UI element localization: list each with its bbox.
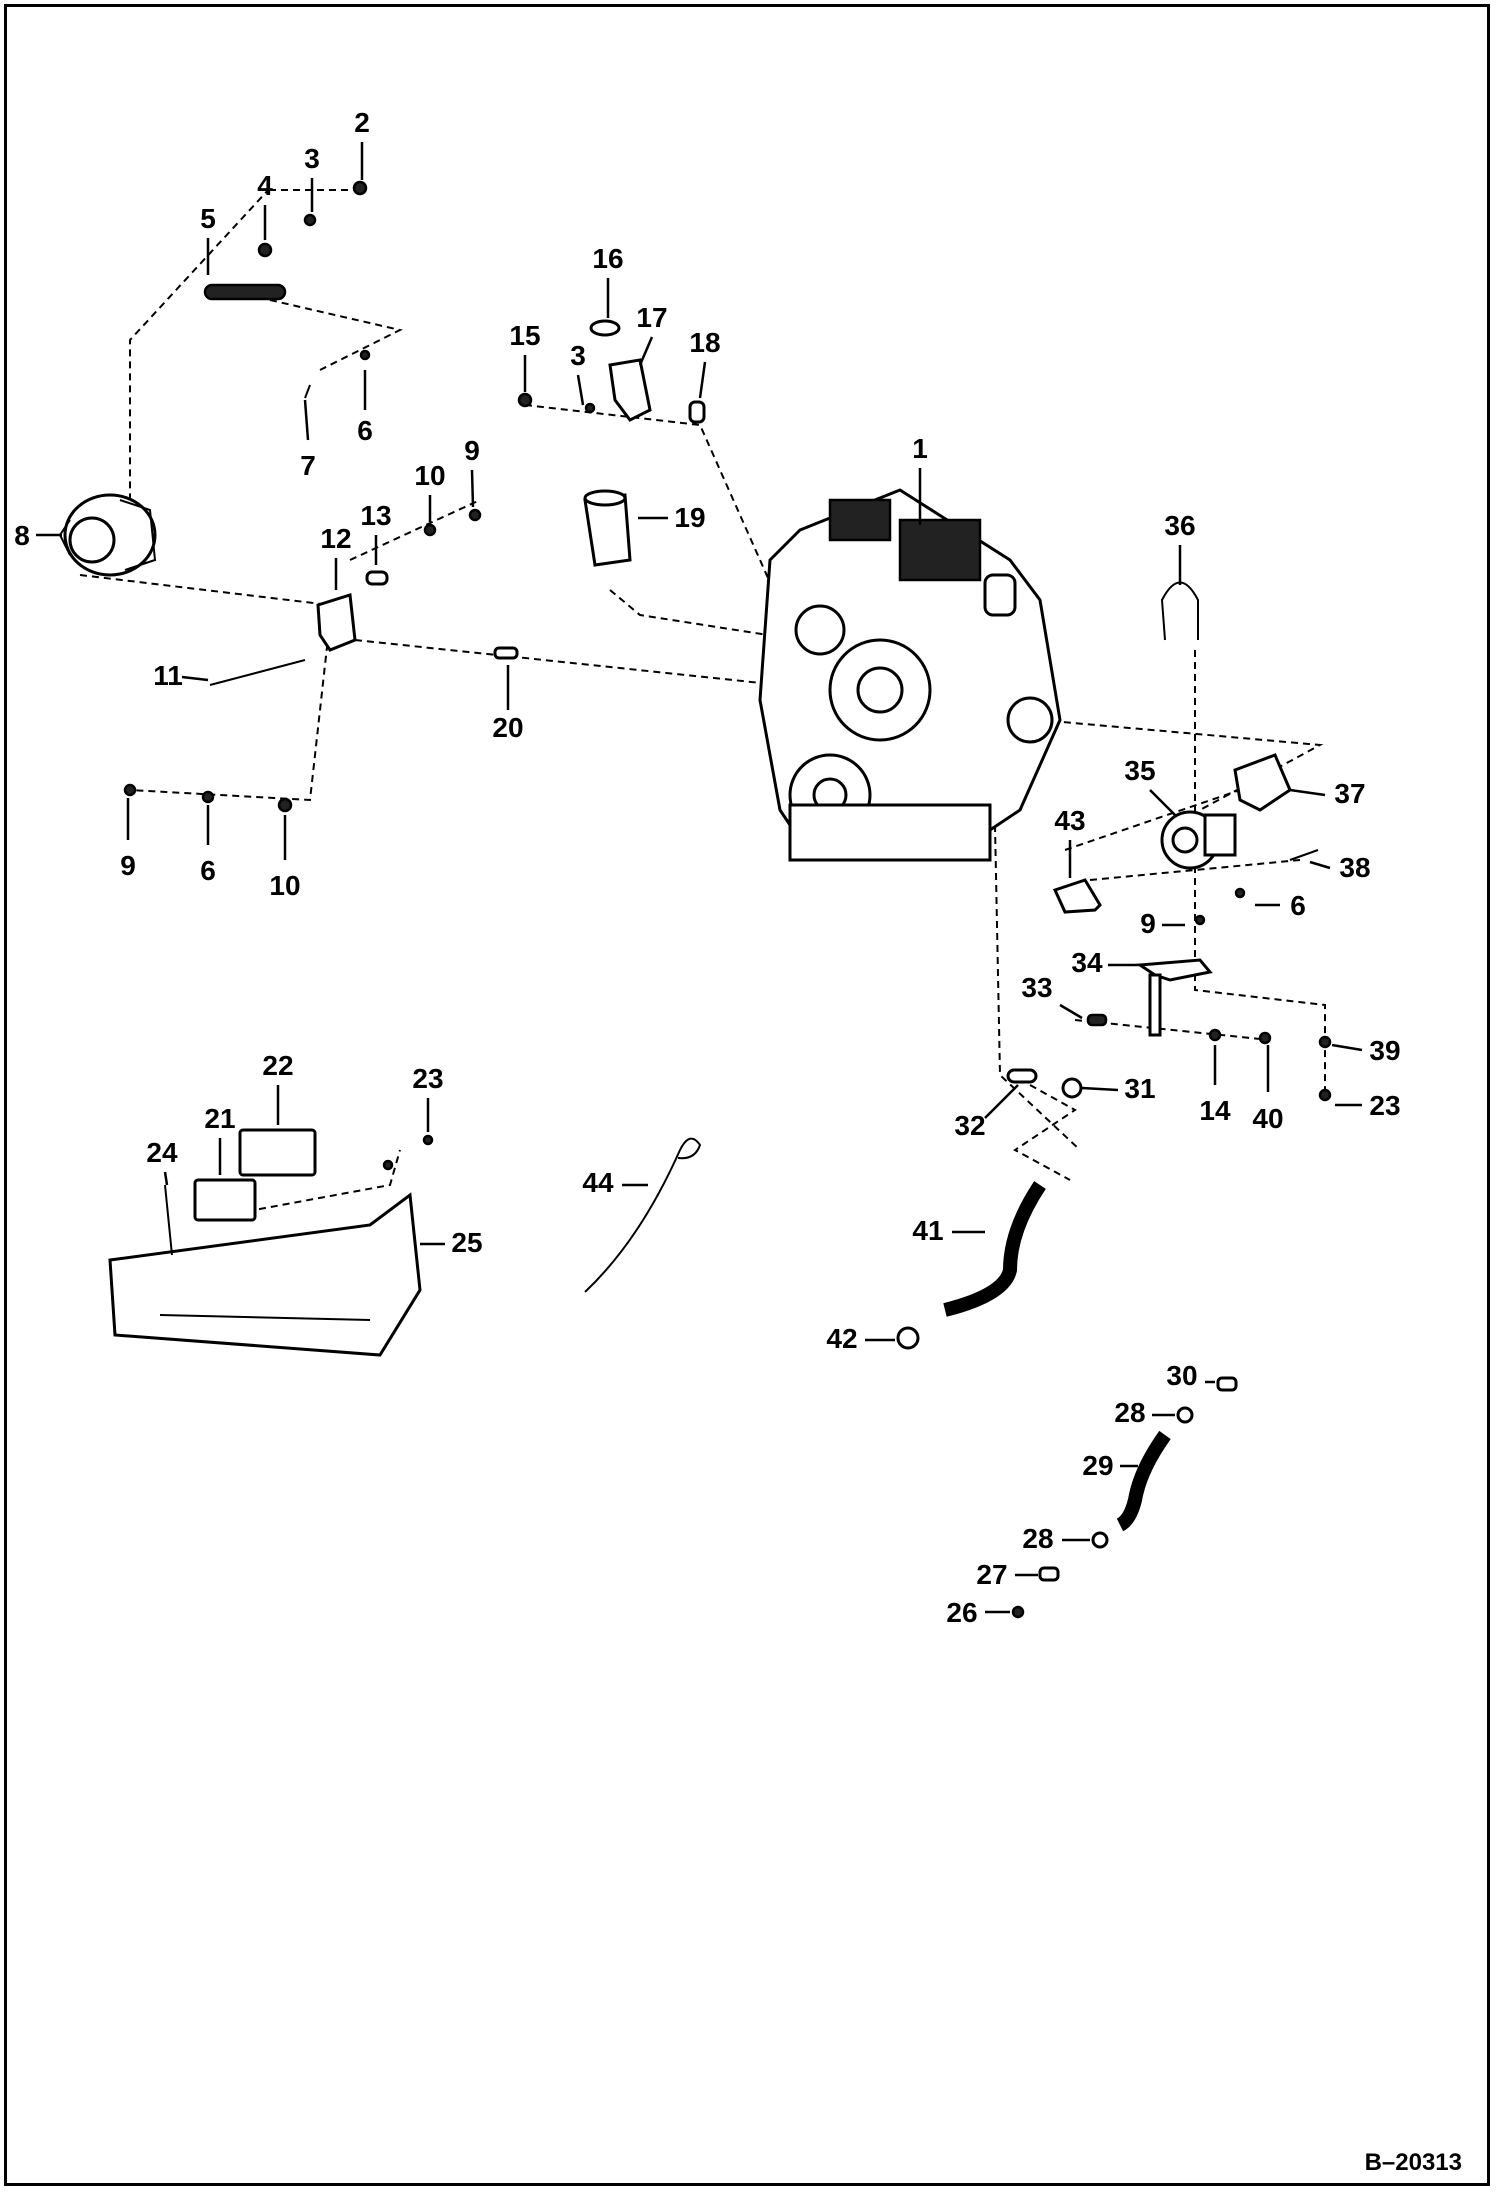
callout-leader — [163, 1171, 169, 1186]
callout-leader — [1309, 860, 1331, 870]
callout-number: 6 — [200, 855, 216, 886]
drawing-border — [4, 4, 1490, 2186]
callout-number: 7 — [300, 450, 316, 481]
callout-leader — [470, 469, 475, 508]
callout-number: 12 — [320, 523, 351, 554]
callout-number: 15 — [509, 320, 540, 351]
callout-number: 1 — [912, 433, 928, 464]
callout-number: 10 — [414, 460, 445, 491]
callout-number: 40 — [1252, 1103, 1283, 1134]
callout-number: 10 — [269, 870, 300, 901]
filter-and-elbow — [517, 319, 706, 567]
callout-leader — [576, 374, 585, 406]
callout-number: 13 — [360, 500, 391, 531]
callout-number: 8 — [14, 520, 30, 551]
callout-number: 23 — [1369, 1090, 1400, 1121]
callout-number: 4 — [257, 170, 273, 201]
hoses-and-fittings — [896, 1068, 1238, 1619]
callout-number: 31 — [1124, 1073, 1155, 1104]
callout-number: 25 — [451, 1227, 482, 1258]
callout-number: 19 — [674, 502, 705, 533]
callout-number: 32 — [954, 1110, 985, 1141]
callout-number: 22 — [262, 1050, 293, 1081]
callout-number: 6 — [357, 415, 373, 446]
callout-number: 5 — [200, 203, 216, 234]
callout-number: 6 — [1290, 890, 1306, 921]
callout-number: 28 — [1114, 1397, 1145, 1428]
engine-block — [758, 488, 1062, 862]
callout-number: 11 — [153, 660, 183, 691]
callout-number: 28 — [1022, 1523, 1053, 1554]
callout-number: 23 — [412, 1063, 443, 1094]
callout-leader — [1081, 1086, 1119, 1092]
callout-leader — [984, 1084, 1019, 1119]
callout-number: 38 — [1339, 852, 1370, 883]
callout-number: 42 — [826, 1323, 857, 1354]
callout-number: 9 — [464, 435, 480, 466]
callout-number: 3 — [304, 143, 320, 174]
callout-number: 14 — [1199, 1095, 1231, 1126]
callout-number: 33 — [1021, 972, 1052, 1003]
callout-number: 24 — [146, 1137, 178, 1168]
callout-number: 3 — [570, 340, 586, 371]
electrical-box-and-modules — [108, 1128, 434, 1357]
callout-number: 21 — [204, 1103, 235, 1134]
callout-number: 16 — [592, 243, 623, 274]
callout-leader — [1289, 788, 1326, 797]
callout-leader-lines — [36, 142, 1363, 1614]
callout-number: 35 — [1124, 755, 1155, 786]
callout-leader — [1059, 1003, 1083, 1020]
callout-number: 26 — [946, 1597, 977, 1628]
callout-number: 39 — [1369, 1035, 1400, 1066]
callout-number: 20 — [492, 712, 523, 743]
callout-number: 34 — [1071, 947, 1103, 978]
dipstick — [584, 1137, 702, 1293]
callout-number: 9 — [1140, 908, 1156, 939]
callout-number: 17 — [636, 302, 667, 333]
callout-number: 29 — [1082, 1450, 1113, 1481]
callout-number: 30 — [1166, 1360, 1197, 1391]
callout-leader — [1149, 789, 1176, 816]
callout-leader — [698, 361, 707, 399]
callout-number: 44 — [582, 1167, 614, 1198]
callout-number: 41 — [912, 1215, 943, 1246]
callout-leader — [638, 336, 654, 366]
callout-number: 2 — [354, 107, 370, 138]
callout-number: 37 — [1334, 778, 1365, 809]
callout-number: 9 — [120, 850, 136, 881]
callout-leader — [303, 399, 310, 441]
callout-number: 43 — [1054, 805, 1085, 836]
fuel-pump-and-brackets — [1052, 581, 1332, 1102]
bracket-and-bolts-top-left — [123, 180, 519, 813]
alternator — [58, 493, 157, 577]
callout-number: 36 — [1164, 510, 1195, 541]
callout-labels: 1233456667899910101112131415161718192021… — [14, 107, 1400, 1628]
callout-leader — [1331, 1043, 1363, 1052]
callout-leader — [181, 675, 209, 682]
drawing-reference-code: B–20313 — [1365, 2149, 1462, 2176]
callout-number: 27 — [976, 1559, 1007, 1590]
callout-number: 18 — [689, 327, 720, 358]
